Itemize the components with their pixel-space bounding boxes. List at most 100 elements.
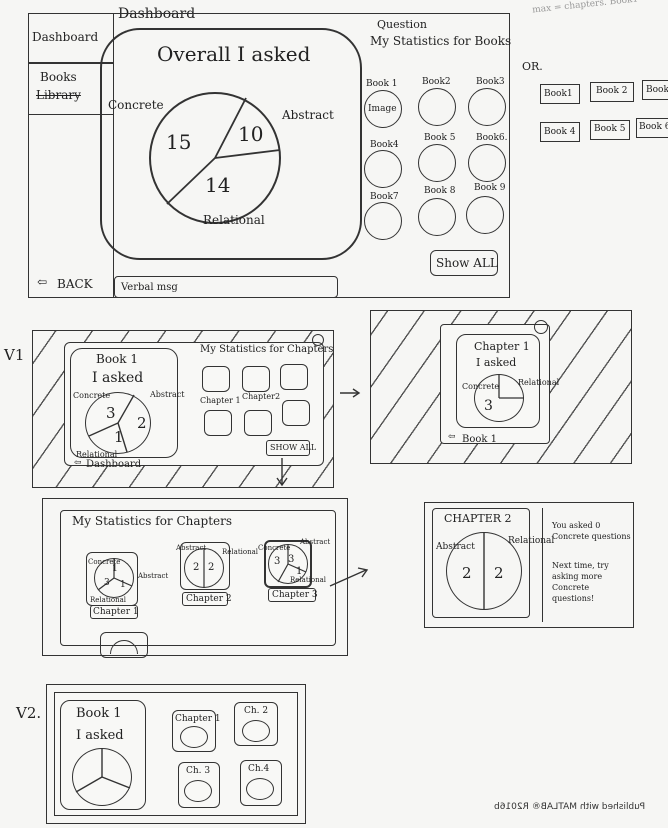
v2-book-asked: I asked xyxy=(76,728,124,743)
back-arrow-icon[interactable]: ⇦ xyxy=(37,275,48,289)
alt-book-box-6[interactable] xyxy=(636,118,668,138)
v1-panel2-title: Chapter 1 xyxy=(474,340,530,353)
alt-book-box-3[interactable] xyxy=(642,80,668,100)
book-circle-3[interactable] xyxy=(468,88,506,126)
v1-panel4-value-right: 2 xyxy=(494,564,504,582)
v1-chapter-box-3[interactable] xyxy=(280,364,308,390)
v1-panel3-chapter-label-box-3[interactable] xyxy=(268,588,316,602)
v1-panel4-note-2: Next time, try asking more Concrete ques… xyxy=(552,561,609,603)
v1-panel3-val-d: 2 xyxy=(193,562,200,573)
v1-panel3-chapter-card-3[interactable] xyxy=(264,540,312,588)
v1-panel3-val-a: 1 xyxy=(112,564,118,574)
book-label-8: Book 8 xyxy=(424,186,456,196)
v1-book-asked: I asked xyxy=(92,370,144,386)
v1-panel2-back[interactable]: Book 1 xyxy=(462,434,497,445)
alt-book-box-1[interactable] xyxy=(540,84,580,104)
v1-panel2-value: 3 xyxy=(484,398,493,414)
v1-panel4-abstract: Abstract xyxy=(436,542,475,552)
v1-panel3-val-c: 1 xyxy=(120,580,126,590)
v1-panel2-back-arrow-icon[interactable]: ⇦ xyxy=(448,432,456,442)
v1-panel4-note-1: You asked 0 Concrete questions xyxy=(552,521,631,541)
v1-book-card xyxy=(70,348,178,458)
v2-chapter-label-1: Chapter 1 xyxy=(175,714,221,724)
v1-panel2-card xyxy=(456,334,540,428)
v1-label-relational: Relational xyxy=(76,450,118,459)
v1-panel3-abstract-3: Abstract xyxy=(300,538,331,546)
v1-show-all-button[interactable] xyxy=(266,440,310,456)
question-note: Question xyxy=(377,18,427,31)
book-circle-6[interactable] xyxy=(468,144,506,182)
v1-panel3-abstract-2: Abstract xyxy=(176,544,207,552)
v1-panel4-relational: Relational xyxy=(508,536,555,546)
v1-panel3-concrete: Concrete xyxy=(88,558,121,566)
book-circle-8[interactable] xyxy=(418,198,456,236)
v2-chapter-card-3[interactable] xyxy=(178,762,220,808)
back-button[interactable]: BACK xyxy=(57,277,93,291)
v1-panel2-close-icon[interactable] xyxy=(534,320,548,334)
v1-panel3-relational-2: Relational xyxy=(222,548,259,556)
v1-panel3-title: My Statistics for Chapters xyxy=(72,514,233,528)
v1-panel3-chapter-label-box-1[interactable] xyxy=(90,605,138,619)
v1-panel3-val-b: 3 xyxy=(104,578,110,588)
corner-note: max = chapters. Book1 xyxy=(531,0,639,16)
v1-panel3-frame xyxy=(42,498,348,656)
alt-book-box-5[interactable] xyxy=(590,120,630,140)
v1-chapter-box-5[interactable] xyxy=(244,410,272,436)
v1-chapter-box-2[interactable] xyxy=(242,366,270,392)
sidebar-item-books[interactable] xyxy=(28,63,114,115)
v2-chapter-label-4: Ch.4 xyxy=(248,764,270,774)
book-circle-5[interactable] xyxy=(418,144,456,182)
v2-chapter-card-2[interactable] xyxy=(234,702,278,746)
v1-close-icon[interactable] xyxy=(312,334,324,346)
sidebar-item-books-label: Books xyxy=(40,70,77,84)
book-label-9: Book 9 xyxy=(474,183,506,193)
book-image-label: Image xyxy=(368,104,397,114)
alt-book-box-2[interactable] xyxy=(590,82,634,102)
book-label-6: Book6. xyxy=(476,133,508,143)
book-circle-2[interactable] xyxy=(418,88,456,126)
v1-arrow-to-panel4 xyxy=(329,567,369,587)
alt-book-label-6: Book 6 xyxy=(639,122,668,132)
v2-chapter-card-1[interactable] xyxy=(172,710,216,752)
v2-book-title: Book 1 xyxy=(76,706,122,721)
v1-show-all-label: SHOW ALL xyxy=(270,443,317,452)
books-show-all-button[interactable] xyxy=(430,250,498,276)
v1-panel3-abstract-1: Abstract xyxy=(138,572,169,580)
v1-panel3-concrete-3: Concrete xyxy=(258,544,291,552)
overall-pie-slices xyxy=(166,97,281,205)
v1-panel3-chapter-label-box-2[interactable] xyxy=(182,592,228,606)
book-label-1: Book 1 xyxy=(366,79,398,89)
book-label-2: Book2 xyxy=(422,77,451,87)
pie-value-relational: 14 xyxy=(205,173,231,197)
v1-panel4-title: CHAPTER 2 xyxy=(444,512,512,525)
alt-book-label-5: Book 5 xyxy=(594,124,626,134)
v1-panel3-pie-3-slices xyxy=(277,544,307,583)
v1-back-arrow-icon[interactable]: ⇦ xyxy=(74,458,82,468)
v1-dashboard-back[interactable]: Dashboard xyxy=(86,459,142,470)
v2-frame xyxy=(46,684,306,824)
v1-panel3-chapter-label-3: Chapter 3 xyxy=(272,590,318,600)
v1-panel3-partial-card xyxy=(100,632,148,658)
v1-panel3-val-f: 3 xyxy=(274,556,281,567)
alt-book-box-4[interactable] xyxy=(540,122,580,142)
v1-chapter-label-1: Chapter 1 xyxy=(200,396,241,405)
v1-value-2: 2 xyxy=(137,414,147,432)
book-circle-9[interactable] xyxy=(466,196,504,234)
book-circle-4[interactable] xyxy=(364,150,402,188)
v1-panel3-chapter-card-2[interactable] xyxy=(180,542,230,590)
v1-label-concrete: Concrete xyxy=(73,391,111,400)
v1-panel3-pie-2-slices xyxy=(203,548,205,588)
v1-panel4-card xyxy=(432,508,530,618)
v1-value-3: 3 xyxy=(106,404,116,422)
book-circle-1[interactable] xyxy=(364,90,402,128)
v1-book-pie-slices xyxy=(88,394,135,453)
v1-chapter-box-6[interactable] xyxy=(282,400,310,426)
v2-chapter-card-4[interactable] xyxy=(240,760,282,806)
v1-chapter-box-1[interactable] xyxy=(202,366,230,392)
book-circle-7[interactable] xyxy=(364,202,402,240)
sidebar-item-library-label: Library xyxy=(36,88,81,102)
v1-chapter-box-4[interactable] xyxy=(204,410,232,436)
v1-panel2-asked: I asked xyxy=(476,356,517,369)
v1-panel3-relational-3: Relational xyxy=(290,576,327,584)
v1-value-1: 1 xyxy=(114,428,124,446)
